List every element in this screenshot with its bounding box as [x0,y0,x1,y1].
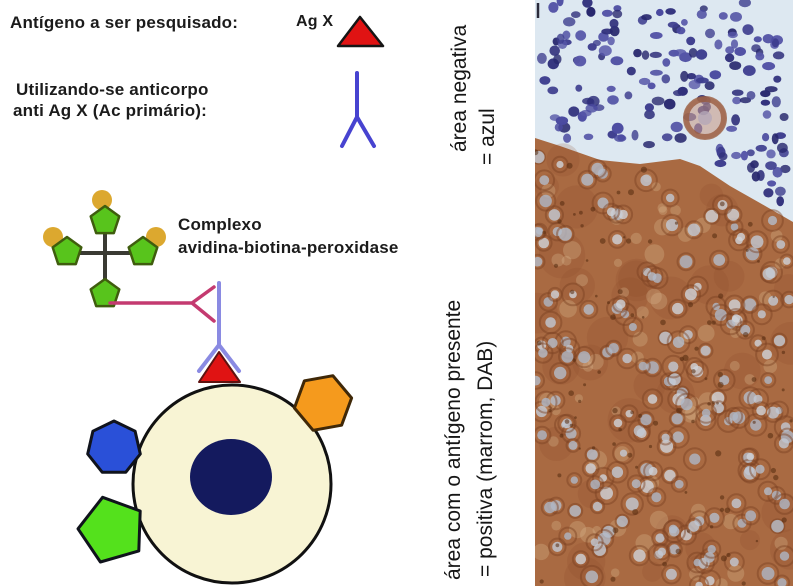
antibody-caption-line2: anti Ag X (Ac primário): [13,101,208,120]
complex-caption-line1: Complexo [178,215,262,234]
avidin-pentagon [127,235,159,266]
diagram-graphic [43,15,385,585]
orange-hexagon-antigen [292,374,354,432]
antigen-caption: Antígeno a ser pesquisado: [10,13,239,32]
avidin-pentagon [89,204,121,235]
dab-stained-cells [535,143,793,586]
positive-area-label-line2: = positiva (marrom, DAB) [474,340,497,577]
negative-area-label-line2: = azul [476,108,499,165]
abc-complex [43,190,166,308]
isolated-positive-cell [683,96,727,140]
cell-nucleus [190,439,272,515]
antibody-caption-line1: Utilizando-se anticorpo [16,80,209,99]
green-pentagon-antigen [76,495,142,564]
micrograph-image [535,0,793,586]
antigen-on-cell [198,351,241,383]
brown-positive-region [535,138,793,586]
antigen-tag-label: Ag X [296,13,334,30]
complex-caption-line2: avidina-biotina-peroxidase [178,238,399,257]
primary-antibody-icon [340,71,376,148]
negative-area-label-line1: área negativa [448,24,471,152]
peroxidase-circle [92,190,112,210]
positive-area-label-line1: área com o antígeno presente [442,299,465,580]
hematoxylin-cells [537,0,791,207]
blue-heptagon-antigen [86,419,142,474]
bound-primary-antibody-icon [197,281,241,373]
avidin-pentagon [51,235,83,266]
avidin-pentagon [89,277,121,308]
secondary-antibody-icon [108,285,216,323]
antigen-triangle-icon [336,15,385,48]
